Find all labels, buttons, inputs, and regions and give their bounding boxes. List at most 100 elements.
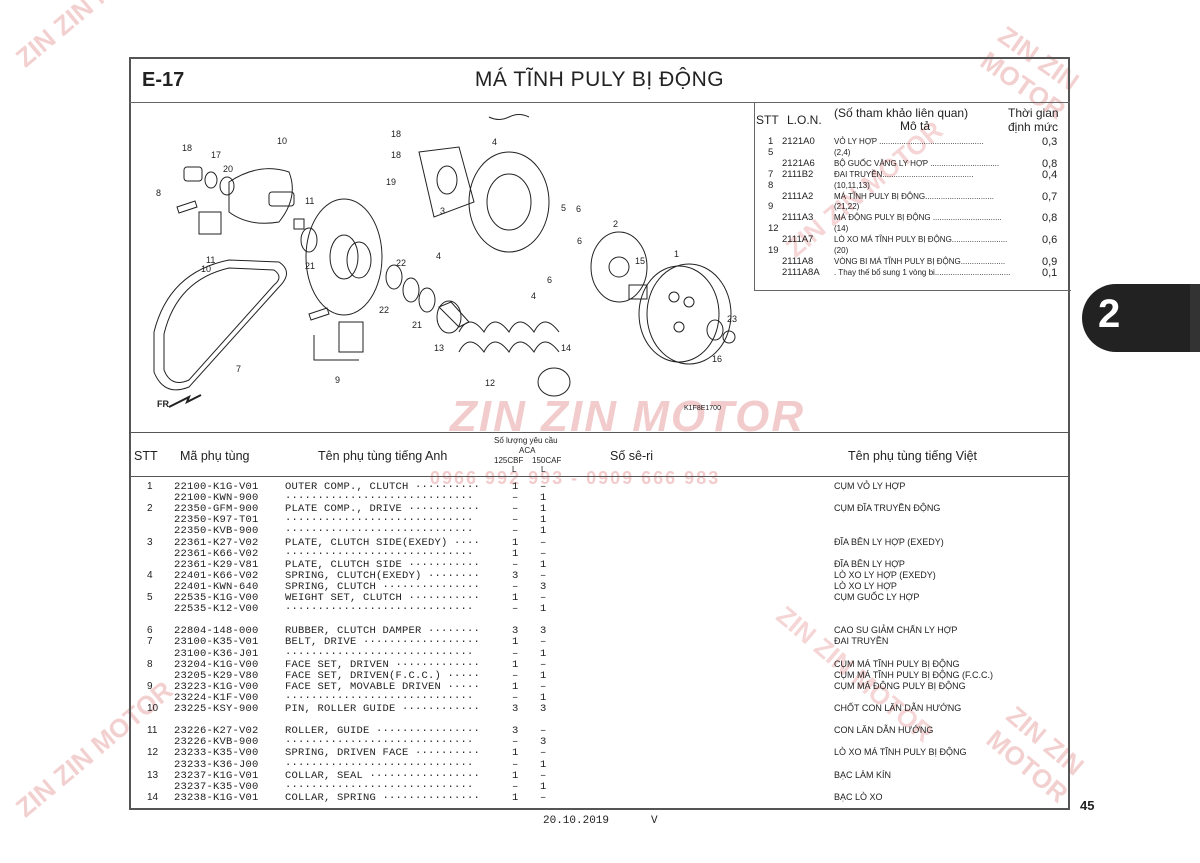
cell-q1: – [512, 492, 519, 505]
outer-comp-shape [638, 265, 720, 363]
cell-q1: – [512, 758, 519, 771]
callout-3: 3 [440, 206, 445, 216]
chapter-tab-edge [1190, 284, 1200, 352]
cell-part: 23100-K36-J01 [174, 647, 259, 660]
cell-q2: 3 [540, 736, 547, 749]
watermark-phone: 0966 992 993 - 0909 666 983 [430, 468, 721, 488]
cell-q2: 1 [540, 492, 547, 505]
cell-q2: – [540, 547, 547, 560]
ref-cell-stt: 9 [768, 201, 774, 213]
callout-6: 6 [577, 236, 582, 246]
cell-vn: LÒ XO MÁ TĨNH PULY BỊ ĐỘNG [834, 747, 967, 758]
ref-header-time1: Thời gian [1008, 106, 1059, 120]
cell-q2: 1 [540, 525, 547, 538]
ref-cell-desc: BỘ GUỐC VĂNG LY HỢP ....................… [834, 158, 1000, 168]
footer-date: 20.10.2019 [543, 815, 610, 827]
cell-q2: – [540, 536, 547, 549]
labor-time-row: 12(14) [754, 223, 1070, 235]
cell-q1: – [512, 503, 519, 516]
cell-part: 22350-K97-T01 [174, 514, 259, 527]
ref-cell-desc: . Thay thế bổ sung 1 vòng bi............… [834, 267, 1011, 277]
th-l1: L [512, 465, 517, 474]
callout-22: 22 [396, 258, 406, 268]
cell-q2: – [540, 658, 547, 671]
table-row: 22361-K66-V02···························… [129, 547, 1070, 560]
th-name-vn: Tên phụ tùng tiếng Việt [848, 449, 978, 463]
callout-11: 11 [206, 255, 215, 265]
cell-q1: 1 [512, 747, 519, 760]
cell-vn: CỤM ĐĨA TRUYỀN ĐỘNG [834, 503, 941, 514]
ref-header-stt: STT [756, 113, 779, 127]
ref-cell-lon: 2121A0 [782, 136, 815, 147]
fr-label: FR. [157, 399, 172, 409]
cell-en: ····························· [285, 547, 474, 560]
cell-stt: 4 [147, 569, 153, 581]
ref-cell-desc: VỎ LY HỢP ..............................… [834, 137, 984, 146]
ref-cell-stt: 1 [768, 136, 774, 147]
ref-cell-time: 0,8 [1042, 212, 1058, 225]
cell-en: OUTER COMP., CLUTCH ·········· [285, 481, 481, 493]
labor-time-row: 19(20) [754, 245, 1070, 257]
cell-en: ····························· [285, 736, 474, 749]
ref-header-desc1: (Số tham khảo liên quan) [834, 106, 969, 120]
cell-stt: 1 [147, 481, 153, 492]
callout-15: 15 [635, 256, 645, 266]
cell-q1: 1 [512, 547, 519, 560]
section-code: E-17 [142, 69, 185, 91]
cell-q1: – [512, 525, 519, 538]
callout-14: 14 [561, 343, 571, 353]
cell-q2: 1 [540, 647, 547, 660]
cell-q2: 1 [540, 514, 547, 527]
ref-cell-lon: 2111B2 [782, 168, 814, 180]
cell-stt: 13 [147, 769, 159, 781]
cell-en: RUBBER, CLUTCH DAMPER ········ [285, 625, 481, 638]
cell-q1: – [512, 514, 519, 527]
cell-vn: ĐĨA BÊN LY HỢP [834, 558, 905, 569]
cell-vn: CỤM GUỐC LY HỢP [834, 592, 920, 602]
cell-en: SPRING, CLUTCH(EXEDY) ········ [285, 569, 481, 582]
callout-21: 21 [305, 261, 315, 271]
ref-cell-desc: (21,22) [834, 202, 860, 212]
cell-stt: 5 [147, 592, 153, 603]
cell-q2: – [540, 791, 547, 804]
table-row: 23226-KVB-900···························… [129, 736, 1070, 749]
callout-5: 5 [561, 203, 566, 213]
callout-6: 6 [576, 204, 581, 214]
cell-en: COLLAR, SEAL ················· [285, 769, 481, 782]
cell-vn: CỤM MÁ ĐỘNG PULY BỊ ĐỘNG [834, 680, 966, 691]
ref-cell-time: 0,1 [1042, 266, 1058, 279]
callout-13: 13 [434, 343, 444, 353]
callout-16: 16 [712, 354, 722, 364]
cell-vn: CHỐT CON LĂN DẪN HƯỚNG [834, 703, 962, 713]
cell-part: 22401-KWN-640 [174, 580, 259, 593]
cell-q1: 1 [512, 536, 519, 549]
callout-2: 2 [613, 219, 618, 229]
cell-q1: 3 [512, 625, 519, 638]
cell-en: FACE SET, DRIVEN ············· [285, 658, 481, 671]
callout-17: 17 [211, 150, 221, 160]
page-number: 45 [1080, 798, 1095, 813]
cell-en: ····························· [285, 647, 474, 660]
cell-stt: 8 [147, 658, 153, 670]
cell-part: 23233-K36-J00 [174, 758, 259, 771]
cell-part: 22535-K1G-V00 [174, 592, 259, 604]
cell-q2: – [540, 592, 547, 604]
cell-vn: LÒ XO LY HỢP [834, 580, 897, 591]
cell-q2: – [540, 725, 547, 738]
table-header-divider [129, 476, 1070, 477]
table-row: 22350-KVB-900···························… [129, 525, 1070, 538]
cell-q2: 3 [540, 580, 547, 593]
cell-q2: – [540, 769, 547, 782]
ref-cell-desc: (14) [834, 224, 849, 234]
th-col2: 150CAF [532, 456, 562, 465]
cell-en: ····························· [285, 514, 474, 527]
table-top-divider [129, 432, 1070, 433]
